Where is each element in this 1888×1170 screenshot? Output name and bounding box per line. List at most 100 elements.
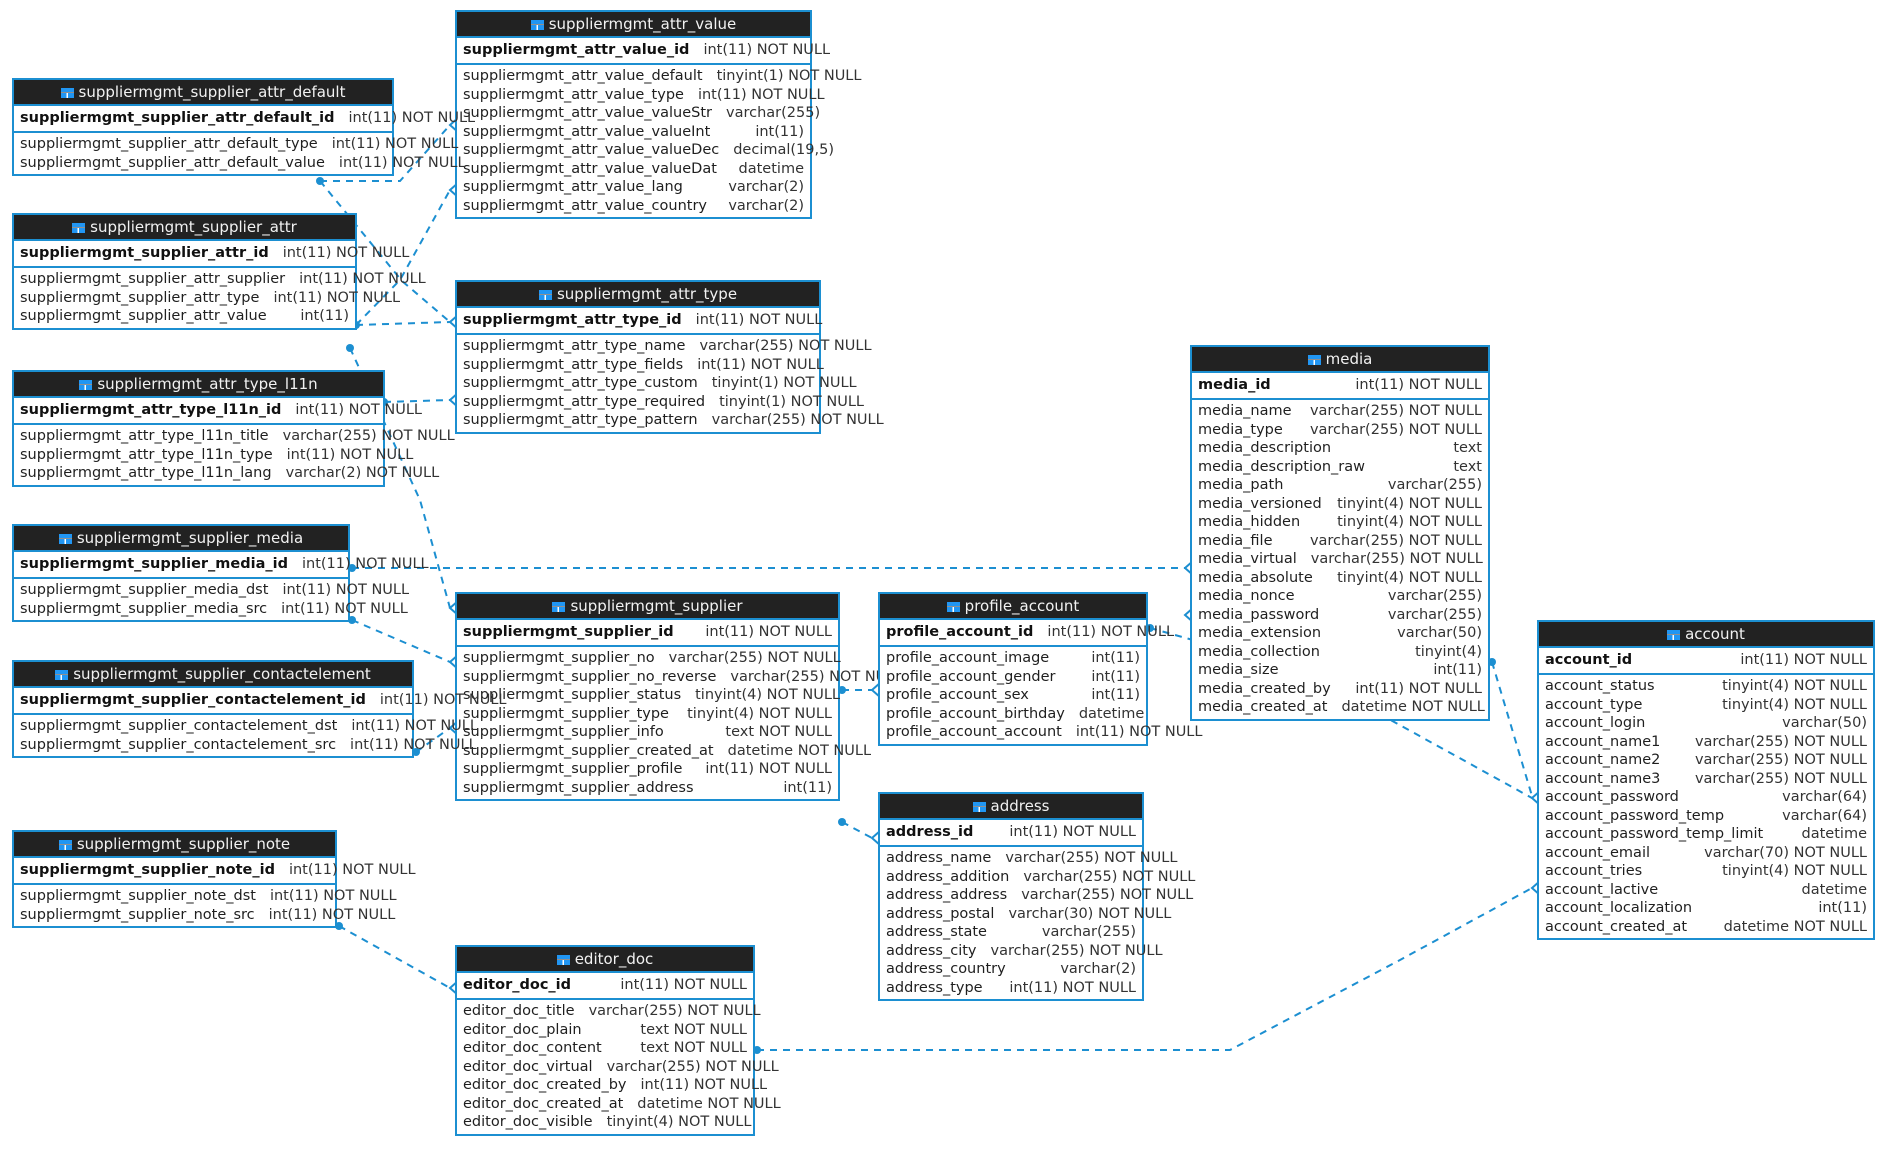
entity-title: account [1685, 625, 1745, 643]
column-type: varchar(255) NOT NULL [1694, 733, 1867, 750]
relation-line [841, 821, 873, 839]
column-type: varchar(255) NOT NULL [1005, 850, 1178, 866]
column-name: media_nonce [1198, 588, 1295, 604]
entity-table-suppliermgmt_supplier_note[interactable]: suppliermgmt_supplier_note suppliermgmt_s… [12, 830, 416, 928]
column-name: suppliermgmt_supplier_attr_default_type [20, 136, 318, 152]
entity-title: suppliermgmt_supplier_attr [90, 218, 297, 236]
column-name: suppliermgmt_attr_value_valueDec [463, 142, 720, 158]
column-row: suppliermgmt_supplier_attr_default_value… [14, 154, 466, 173]
column-name: suppliermgmt_supplier_info [463, 724, 664, 740]
column-type: int(11) NOT NULL [338, 154, 466, 171]
column-type: int(11) NOT NULL [695, 312, 823, 328]
column-type: int(11) NOT NULL [301, 556, 429, 572]
column-type: varchar(255) NOT NULL [1694, 770, 1867, 787]
entity-title: suppliermgmt_supplier_media [76, 529, 304, 547]
column-name: suppliermgmt_attr_type_id [463, 312, 682, 328]
table-icon [72, 223, 86, 233]
column-name: suppliermgmt_supplier_created_at [463, 742, 714, 759]
column-type: int(11) NOT NULL [273, 289, 401, 306]
column-type: varchar(255) NOT NULL [1023, 868, 1196, 885]
column-name: suppliermgmt_supplier_contactelement_id [20, 692, 366, 708]
column-name: suppliermgmt_attr_value_valueInt [463, 123, 711, 140]
entity-header: suppliermgmt_supplier_attr_default [14, 80, 392, 106]
column-type: int(11) [783, 779, 832, 796]
column-name: account_created_at [1545, 918, 1688, 935]
entity-table-suppliermgmt_supplier_attr[interactable]: suppliermgmt_supplier_attr suppliermgmt_s… [12, 213, 426, 330]
column-type: int(11) NOT NULL [1740, 652, 1867, 668]
column-type: varchar(64) [1782, 789, 1867, 805]
column-type: int(11) NOT NULL [379, 692, 507, 708]
column-type: varchar(255) NOT NULL [606, 1058, 779, 1075]
column-name: media_password [1198, 606, 1320, 623]
column-name: media_virtual [1198, 551, 1297, 567]
column-name: media_absolute [1198, 569, 1313, 586]
column-type: int(11) NOT NULL [281, 600, 408, 617]
column-name: editor_doc_virtual [463, 1058, 593, 1075]
column-type: tinyint(4) NOT NULL [1722, 678, 1867, 694]
column-type: int(11) NOT NULL [1009, 979, 1136, 996]
column-type: int(11) NOT NULL [268, 906, 396, 923]
column-type: int(11) NOT NULL [348, 110, 476, 126]
column-name: address_address [886, 887, 1008, 903]
column-type: int(11) NOT NULL [640, 1077, 768, 1093]
column-type: datetime [1801, 881, 1867, 898]
column-name: profile_account_sex [886, 687, 1029, 703]
column-type: tinyint(4) NOT NULL [1722, 696, 1867, 713]
column-name: media_description [1198, 440, 1332, 456]
column-name: media_created_at [1198, 699, 1328, 715]
column-type: varchar(255) NOT NULL [699, 338, 872, 354]
entity-header: suppliermgmt_supplier_note [14, 832, 335, 858]
column-name: account_password_temp [1545, 807, 1725, 824]
column-name: suppliermgmt_attr_value_lang [463, 179, 683, 195]
column-type: varchar(255) NOT NULL [1021, 887, 1194, 903]
column-name: suppliermgmt_supplier_attr_type [20, 289, 260, 306]
column-name: account_email [1545, 844, 1651, 861]
entity-header: profile_account [880, 594, 1146, 620]
column-type: tinyint(4) NOT NULL [606, 1114, 752, 1130]
entity-header: media [1192, 347, 1488, 373]
entity-header: suppliermgmt_supplier_media [14, 526, 348, 552]
table-icon [60, 88, 74, 98]
column-name: profile_account_birthday [886, 705, 1065, 722]
entity-title: suppliermgmt_supplier_contactelement [73, 665, 371, 683]
column-name: account_tries [1545, 863, 1643, 879]
column-name: suppliermgmt_supplier_status [463, 687, 682, 703]
column-type: decimal(19,5) [733, 142, 834, 158]
column-name: media_id [1198, 377, 1271, 393]
column-name: media_name [1198, 403, 1292, 419]
